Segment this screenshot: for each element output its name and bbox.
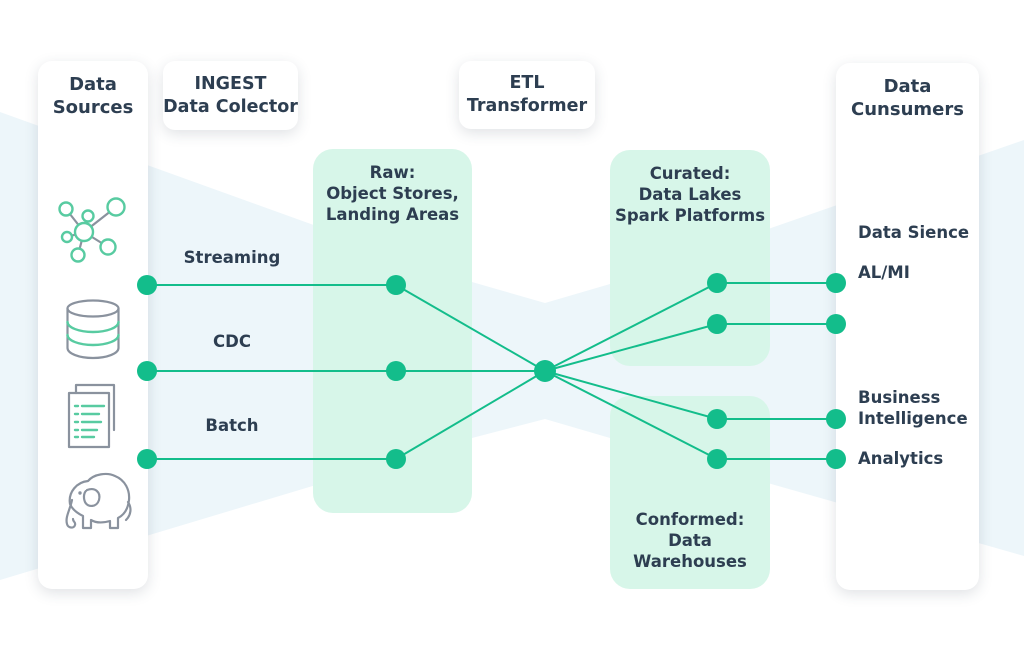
flow-line-out-curated2 — [544, 323, 837, 372]
flow-node — [386, 361, 406, 381]
flow-line-out-bi — [544, 370, 837, 420]
documents-icon — [67, 383, 116, 449]
stage-conformed-box: Conformed: Data Warehouses — [610, 396, 770, 589]
network-icon — [58, 197, 126, 263]
elephant-tail — [124, 500, 132, 522]
column-data-consumers: Data Cunsumers — [836, 63, 979, 590]
raw-label: Raw: Object Stores, Landing Areas — [325, 163, 460, 224]
database-icon — [66, 299, 120, 360]
flow-node — [707, 273, 727, 293]
flow-node — [826, 314, 846, 334]
flow-node — [137, 449, 157, 469]
flow-node — [707, 449, 727, 469]
elephant-body — [68, 472, 131, 530]
stage-curated-box: Curated: Data Lakes Spark Platforms — [610, 150, 770, 366]
elephant-ear — [82, 488, 101, 507]
flow-label-streaming: Streaming — [183, 248, 281, 267]
flow-node — [826, 409, 846, 429]
elephant-eye — [78, 491, 82, 495]
flow-line-batch — [146, 370, 546, 460]
etl-header: ETL Transformer — [459, 61, 595, 129]
consumer-label-business-intelligence: Business Intelligence — [858, 388, 968, 428]
consumer-label-analytics: Analytics — [858, 449, 944, 468]
flow-node — [707, 314, 727, 334]
flow-node — [386, 449, 406, 469]
background-band-center — [472, 282, 610, 438]
flow-node — [707, 409, 727, 429]
flow-hub-node — [534, 360, 556, 382]
consumers-title: Data Cunsumers — [851, 76, 964, 120]
conformed-label: Conformed: Data Warehouses — [633, 510, 747, 571]
elephant-trunk — [65, 498, 77, 529]
front-page — [67, 391, 111, 449]
flow-label-cdc: CDC — [213, 332, 251, 351]
flow-node — [137, 361, 157, 381]
sources-title: Data Sources — [52, 74, 134, 118]
flow-label-batch: Batch — [205, 416, 259, 435]
back-page — [74, 383, 116, 432]
flow-node — [826, 449, 846, 469]
elephant-icon — [65, 472, 132, 530]
flow-node — [386, 275, 406, 295]
flow-node — [826, 273, 846, 293]
flow-node — [137, 275, 157, 295]
network-nodes — [58, 197, 126, 263]
flow-line-out-almi — [544, 282, 837, 372]
database-body — [66, 307, 120, 360]
consumer-label-data-science: Data Sience — [858, 223, 970, 242]
ingest-header: INGEST Data Colector — [163, 61, 298, 130]
database-band-1 — [66, 320, 120, 334]
database-band-2 — [66, 333, 120, 347]
curated-label: Curated: Data Lakes Spark Platforms — [614, 164, 766, 225]
flow-line-streaming — [146, 284, 546, 372]
consumer-label-al-mi: AL/MI — [858, 263, 910, 282]
document-lines — [73, 404, 106, 439]
